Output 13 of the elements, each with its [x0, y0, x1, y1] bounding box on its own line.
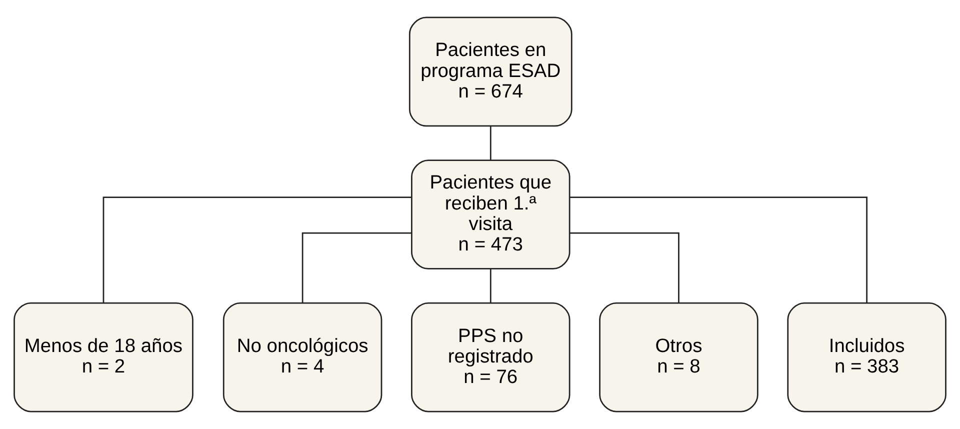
node-box: Pacientes que reciben 1.ª visita n = 473 [411, 160, 570, 270]
node-box: Otros n = 8 [599, 302, 758, 412]
connector [302, 232, 412, 303]
node-box: Pacientes en programa ESAD n = 674 [408, 16, 572, 127]
node-box: PPS no registrado n = 76 [411, 302, 570, 412]
node-box: Menos de 18 años n = 2 [14, 302, 194, 412]
connector [102, 196, 412, 303]
connector [570, 232, 680, 303]
connector [490, 126, 492, 160]
connector [570, 196, 868, 303]
node-box: Incluidos n = 383 [787, 302, 946, 412]
node-box: No oncológicos n = 4 [222, 302, 382, 412]
connector [490, 268, 492, 304]
